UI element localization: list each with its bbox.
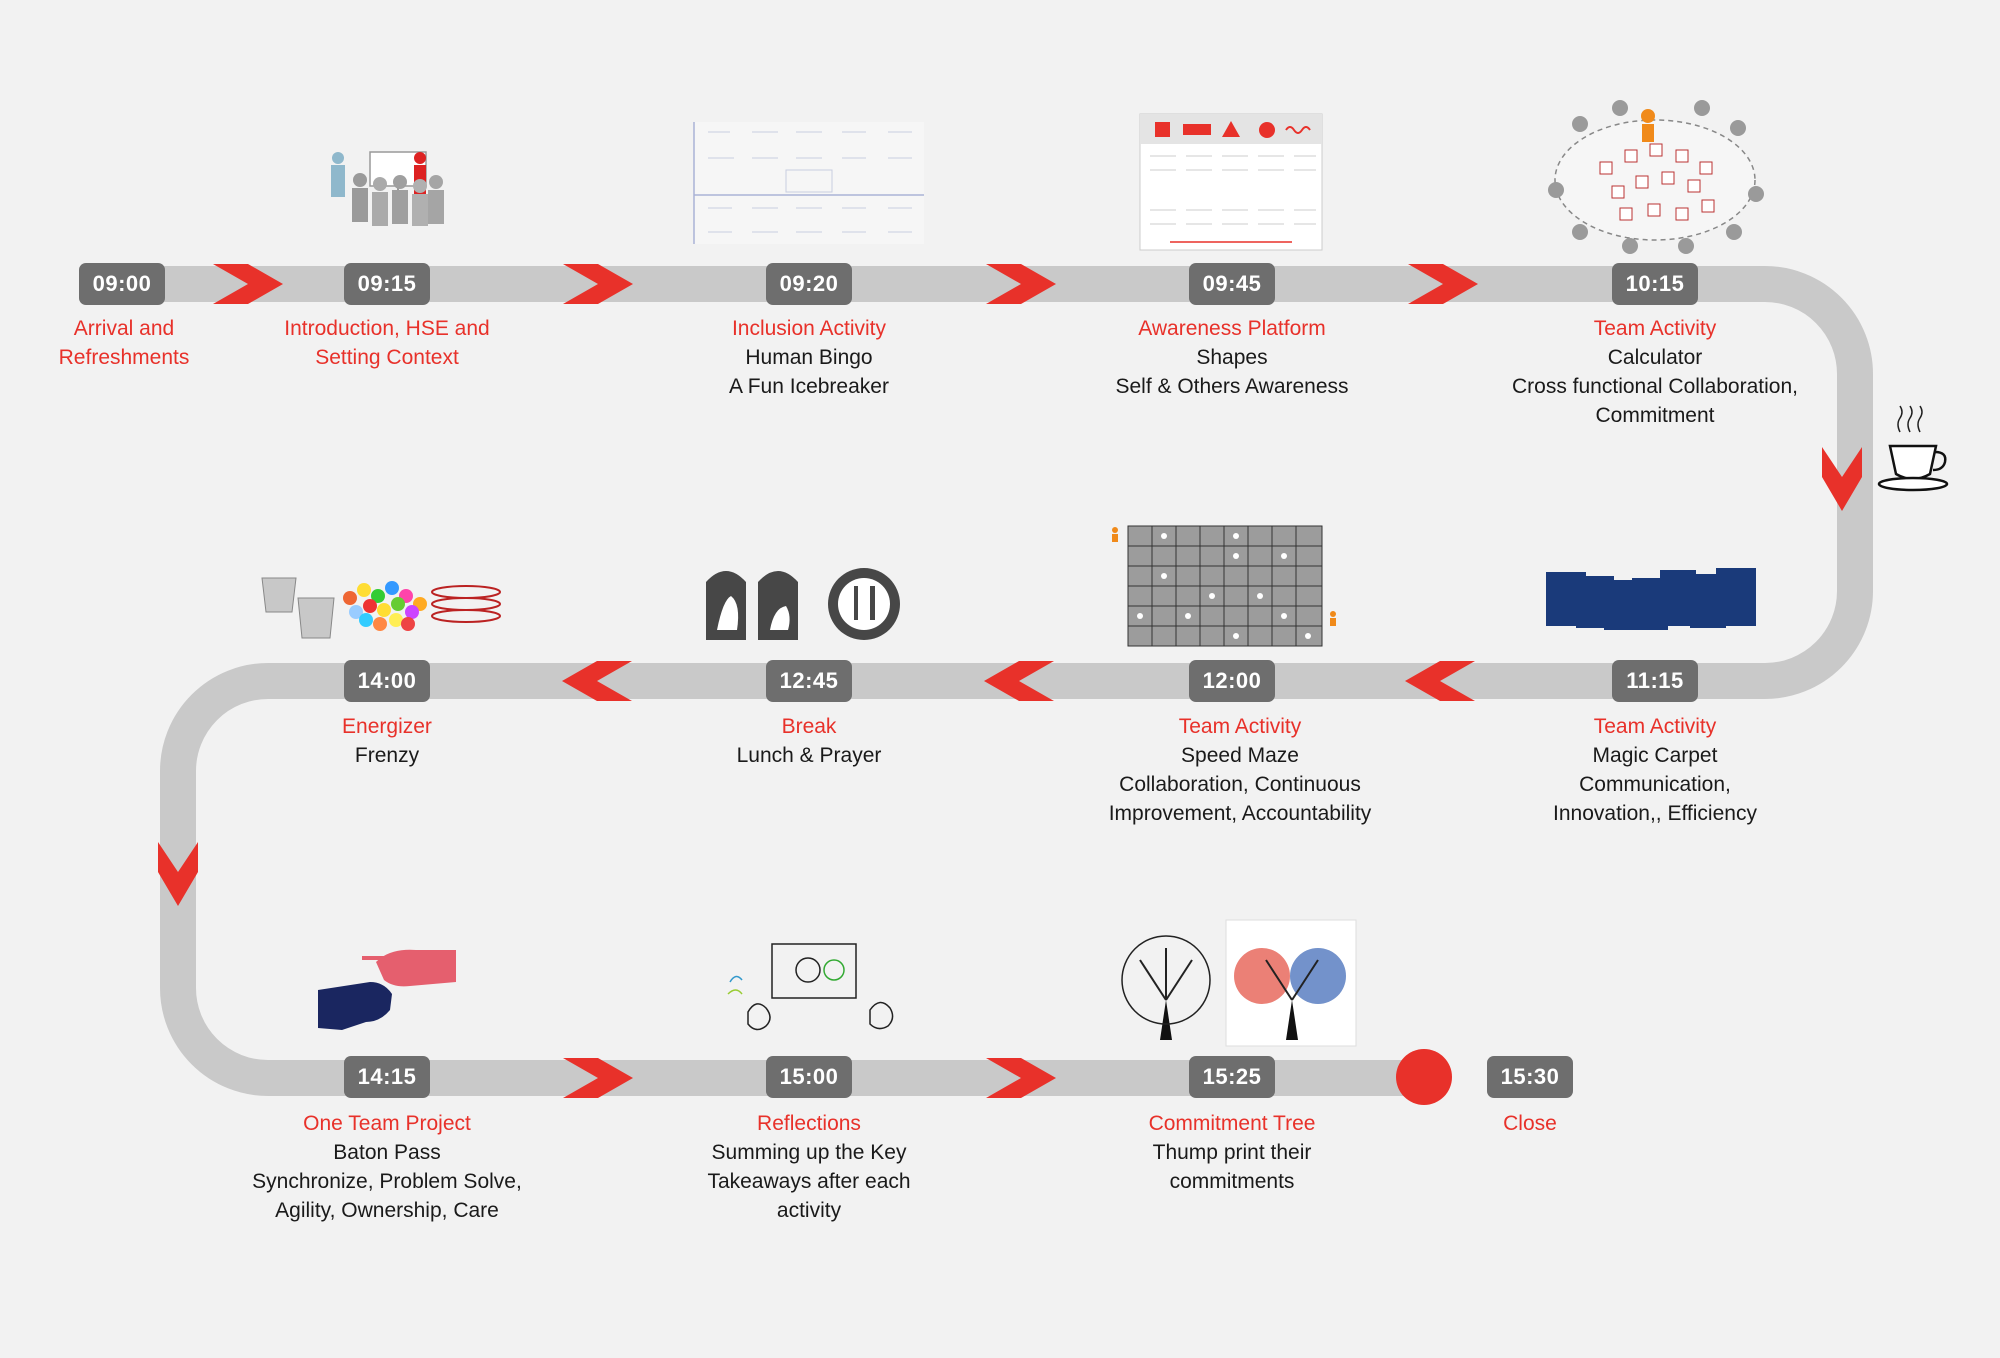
chevron-down-icon: [158, 842, 198, 906]
stop-title: Team Activity: [1593, 715, 1717, 738]
stop-title: Reflections: [757, 1112, 861, 1135]
stop-line: Self & Others Awareness: [1115, 375, 1349, 398]
stop-title: Introduction, HSE and: [284, 317, 490, 340]
stop-line: Baton Pass: [333, 1141, 441, 1164]
stop-label-calculator: Team Activity Calculator Cross functiona…: [1485, 314, 1825, 430]
time-badge-arrival: 09:00: [79, 263, 165, 305]
stop-title: Setting Context: [315, 346, 459, 369]
stop-label-arrival: Arrival and Refreshments: [0, 314, 294, 372]
time-badge-calculator: 10:15: [1612, 263, 1698, 305]
stop-title: Close: [1503, 1112, 1557, 1135]
end-dot: [1396, 1049, 1452, 1105]
stop-line: Collaboration, Continuous: [1119, 773, 1361, 796]
stop-line: activity: [776, 1199, 842, 1222]
carpet-tiles-icon: [1546, 568, 1756, 630]
presentation-people-icon: [331, 151, 444, 226]
stop-line: Human Bingo: [745, 346, 873, 369]
time-badge-introduction: 09:15: [344, 263, 430, 305]
stop-title: Team Activity: [1593, 317, 1717, 340]
chevron-right-icon: [563, 264, 633, 304]
chevron-left-icon: [562, 661, 632, 701]
chevron-down-icon: [1822, 447, 1862, 511]
stop-line: Frenzy: [354, 744, 420, 767]
stop-line: Lunch & Prayer: [736, 744, 882, 767]
stop-title: Commitment Tree: [1148, 1112, 1316, 1135]
baton-hands-icon: [318, 949, 456, 1030]
stop-line: A Fun Icebreaker: [729, 375, 889, 398]
time-badge-reflections: 15:00: [766, 1056, 852, 1098]
stop-title: Arrival and: [73, 317, 175, 340]
chevron-right-icon: [986, 1058, 1056, 1098]
circle-team-icon: [1548, 100, 1764, 254]
time-badge-one-team: 14:15: [344, 1056, 430, 1098]
prayer-lunch-icon: [706, 568, 900, 640]
chevron-left-icon: [1405, 661, 1475, 701]
chevron-left-icon: [984, 661, 1054, 701]
stop-label-introduction: Introduction, HSE and Setting Context: [217, 314, 557, 372]
shapes-card-icon: [1139, 113, 1323, 251]
chevron-right-icon: [1408, 264, 1478, 304]
time-badge-break: 12:45: [766, 660, 852, 702]
stop-line: Magic Carpet: [1592, 744, 1718, 767]
stop-line: Summing up the Key: [711, 1141, 907, 1164]
buckets-balls-hoops-icon: [261, 577, 501, 639]
stop-line: commitments: [1169, 1170, 1295, 1193]
reflection-sketch-icon: [727, 943, 894, 1031]
time-badge-magic-carpet: 11:15: [1612, 660, 1698, 702]
stop-label-awareness: Awareness Platform Shapes Self & Others …: [1062, 314, 1402, 401]
stop-line: Thump print their: [1152, 1141, 1312, 1164]
stop-label-speed-maze: Team Activity Speed Maze Collaboration, …: [1070, 712, 1410, 828]
stop-label-close: Close: [1360, 1109, 1700, 1138]
stop-label-magic-carpet: Team Activity Magic Carpet Communication…: [1485, 712, 1825, 828]
stop-label-commitment-tree: Commitment Tree Thump print their commit…: [1062, 1109, 1402, 1196]
stop-line: Speed Maze: [1181, 744, 1299, 767]
stop-title: One Team Project: [303, 1112, 471, 1135]
stop-label-break: Break Lunch & Prayer: [639, 712, 979, 770]
stop-line: Takeaways after each: [707, 1170, 911, 1193]
stop-title: Energizer: [342, 715, 432, 738]
stop-label-inclusion: Inclusion Activity Human Bingo A Fun Ice…: [639, 314, 979, 401]
time-badge-inclusion: 09:20: [766, 263, 852, 305]
chevron-right-icon: [213, 264, 283, 304]
time-badge-speed-maze: 12:00: [1189, 660, 1275, 702]
bingo-sheet-icon: [693, 122, 924, 244]
stop-line: Communication,: [1579, 773, 1731, 796]
stop-line: Innovation,, Efficiency: [1553, 802, 1757, 825]
stop-line: Commitment: [1595, 404, 1715, 427]
chevron-right-icon: [563, 1058, 633, 1098]
stop-title: Refreshments: [58, 346, 190, 369]
stop-title: Inclusion Activity: [731, 317, 887, 340]
chevron-right-icon: [986, 264, 1056, 304]
stop-label-energizer: Energizer Frenzy: [217, 712, 557, 770]
time-badge-commitment-tree: 15:25: [1189, 1056, 1275, 1098]
stop-line: Agility, Ownership, Care: [275, 1199, 499, 1222]
stop-title: Awareness Platform: [1138, 317, 1326, 340]
stop-label-reflections: Reflections Summing up the Key Takeaways…: [639, 1109, 979, 1225]
stop-line: Synchronize, Problem Solve,: [252, 1170, 522, 1193]
stop-line: Shapes: [1196, 346, 1268, 369]
stop-title: Break: [781, 715, 837, 738]
stop-line: Cross functional Collaboration,: [1512, 375, 1798, 398]
stop-line: Calculator: [1607, 346, 1703, 369]
stop-title: Team Activity: [1178, 715, 1302, 738]
time-badge-close: 15:30: [1487, 1056, 1573, 1098]
stop-line: Improvement, Accountability: [1108, 802, 1372, 825]
time-badge-awareness: 09:45: [1189, 263, 1275, 305]
time-badge-energizer: 14:00: [344, 660, 430, 702]
maze-grid-icon: [1112, 525, 1336, 647]
stop-label-one-team: One Team Project Baton Pass Synchronize,…: [217, 1109, 557, 1225]
coffee-cup-icon: [1877, 405, 1949, 492]
trees-icon: [1121, 919, 1357, 1047]
